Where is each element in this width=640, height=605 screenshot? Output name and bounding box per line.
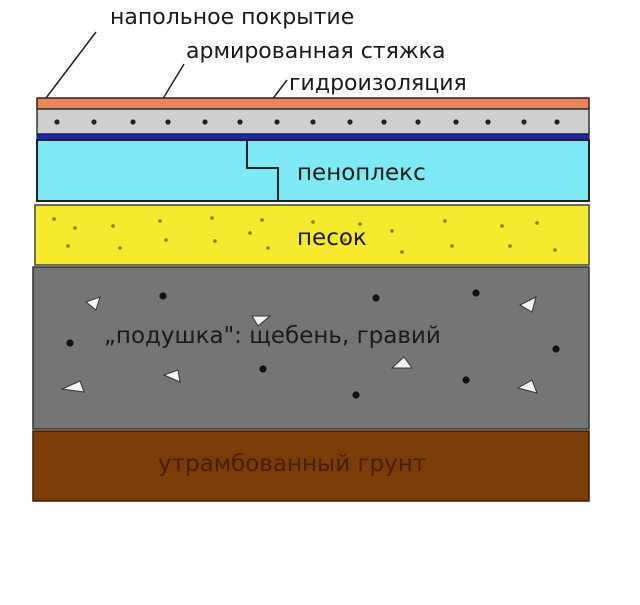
sand-grain (508, 244, 512, 248)
screed-dot (165, 119, 171, 125)
sand-grain (443, 219, 447, 223)
sand-grain (73, 226, 77, 230)
screed-dot (54, 119, 60, 125)
screed-dot (310, 119, 316, 125)
label-compacted-soil: утрамбованный грунт (158, 451, 426, 477)
label-penoplex: пеноплекс (297, 160, 426, 186)
gravel-chip-shapes (60, 296, 538, 394)
gravel-chip (251, 315, 272, 327)
screed-dot (237, 119, 243, 125)
sand-layer (34, 204, 590, 266)
soil-layer (32, 430, 590, 502)
screed-dot (347, 119, 353, 125)
label-gravel-cushion: „подушка": щебень, гравий (104, 323, 441, 349)
gravel-stone (472, 289, 480, 297)
gravel-stone (66, 339, 74, 347)
gravel-stone (372, 294, 380, 302)
sand-grain (111, 224, 115, 228)
sand-grain (500, 224, 504, 228)
leader-line-floor-covering (45, 31, 97, 99)
screed-dot (415, 119, 421, 125)
sand-grain (535, 221, 539, 225)
screed-dot (521, 119, 527, 125)
screed-dot (381, 119, 387, 125)
gravel-chip (60, 380, 85, 393)
screed-rebar-dots (54, 119, 560, 125)
sand-grain (210, 216, 214, 220)
sand-grain (52, 217, 56, 221)
sand-grain (164, 238, 168, 242)
gravel-chip (516, 379, 538, 394)
gravel-stone (462, 376, 470, 384)
screed-dot (274, 119, 280, 125)
gravel-stone (159, 292, 167, 300)
sand-grain-dots (52, 216, 557, 254)
label-sand: песок (297, 225, 367, 251)
sand-grain (343, 238, 347, 242)
sand-grain (118, 246, 122, 250)
gravel-cushion-layer (32, 266, 590, 430)
gravel-stone (259, 365, 267, 373)
screed-dot (91, 119, 97, 125)
floor-covering-layer (36, 97, 590, 110)
sand-grain (358, 222, 362, 226)
gravel-chip (162, 369, 181, 383)
sand-grain (158, 219, 162, 223)
penoplex-joint-line (246, 140, 279, 201)
sand-grain (450, 244, 454, 248)
sand-grain (311, 220, 315, 224)
sand-grain (213, 239, 217, 243)
screed-dot (453, 119, 459, 125)
gravel-chip (84, 296, 101, 311)
label-waterproofing: гидроизоляция (289, 71, 467, 96)
gravel-chip (390, 356, 413, 369)
sand-grain (66, 244, 70, 248)
screed-dot (485, 119, 491, 125)
sand-grain (266, 246, 270, 250)
sand-grain (248, 231, 252, 235)
gravel-stone-dots (66, 289, 560, 399)
screed-dot (202, 119, 208, 125)
gravel-stone (552, 345, 560, 353)
sand-grain (400, 250, 404, 254)
sand-grain (553, 248, 557, 252)
sand-grain (260, 218, 264, 222)
label-floor-covering: напольное покрытие (110, 5, 354, 30)
penoplex-layer (36, 139, 590, 202)
sand-grain (390, 229, 394, 233)
label-reinforced-screed: армированная стяжка (186, 39, 445, 64)
screed-dot (554, 119, 560, 125)
screed-dot (130, 119, 136, 125)
gravel-chip (518, 296, 537, 313)
gravel-stone (352, 391, 360, 399)
